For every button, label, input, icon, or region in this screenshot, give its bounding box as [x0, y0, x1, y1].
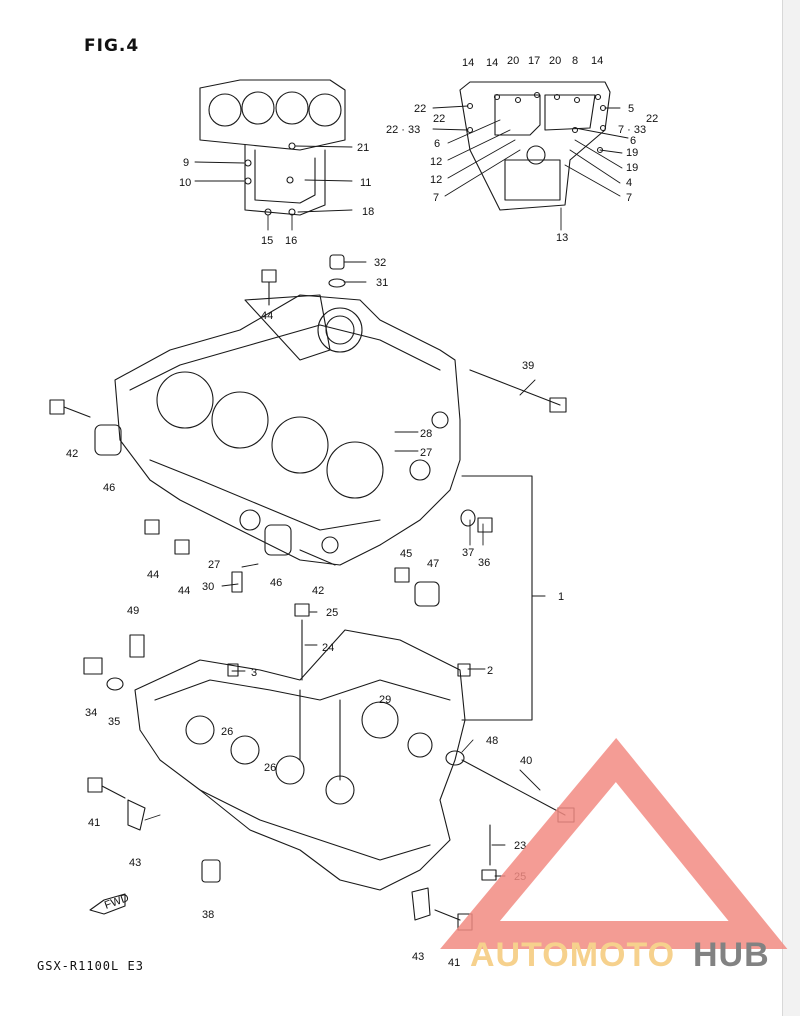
hardware-parts [49, 254, 575, 931]
callout-49: 1 [558, 591, 564, 603]
watermark-triangle [440, 737, 788, 949]
callout-14: 6 [434, 138, 440, 150]
callout-37: 28 [420, 428, 432, 440]
callout-58: 26 [221, 726, 233, 738]
callout-27: 11 [360, 177, 371, 189]
callout-3: 20 [507, 55, 519, 67]
callout-20: 4 [626, 177, 632, 189]
callout-64: 23 [514, 840, 526, 852]
callout-32: 31 [376, 277, 388, 289]
callout-34: 39 [522, 360, 534, 372]
callout-60: 48 [486, 735, 498, 747]
callout-29: 15 [261, 235, 273, 247]
callout-50: 49 [127, 605, 139, 617]
assembly-bracket [461, 475, 533, 721]
callout-51: 25 [326, 607, 338, 619]
callout-15: 6 [630, 135, 636, 147]
callout-39: 44 [147, 569, 159, 581]
callout-7: 14 [591, 55, 603, 67]
callout-21: 7 [433, 192, 439, 204]
callout-43: 46 [270, 577, 282, 589]
callout-62: 41 [88, 817, 100, 829]
lower-crankcase [134, 629, 466, 891]
callout-13: 7 · 33 [618, 124, 646, 136]
lower-case-inset [459, 81, 611, 211]
callout-47: 37 [462, 547, 474, 559]
callout-2: 14 [486, 57, 498, 69]
callout-16: 12 [430, 156, 442, 168]
leader-lines [144, 105, 629, 877]
callout-61: 40 [520, 755, 532, 767]
callout-59: 26 [264, 762, 276, 774]
callout-5: 20 [549, 55, 561, 67]
callout-22: 7 [626, 192, 632, 204]
callout-36: 46 [103, 482, 115, 494]
callout-42: 30 [202, 581, 214, 593]
callout-67: 43 [412, 951, 424, 963]
callout-24: 9 [183, 157, 189, 169]
callout-25: 10 [179, 177, 191, 189]
callout-63: 43 [129, 857, 141, 869]
upper-case-inset [199, 79, 346, 216]
fwd-arrow [89, 893, 126, 915]
callout-1: 14 [462, 57, 474, 69]
callout-26: 21 [357, 142, 369, 154]
callout-6: 8 [572, 55, 578, 67]
callout-44: 42 [312, 585, 324, 597]
upper-crankcase [114, 294, 461, 566]
callout-10: 22 [433, 113, 445, 125]
callout-68: 41 [448, 957, 460, 969]
callout-8: 22 [414, 103, 426, 115]
callout-53: 3 [251, 667, 257, 679]
callout-33: 44 [261, 310, 273, 322]
scan-edge [782, 0, 800, 1016]
callout-40: 44 [178, 585, 190, 597]
callout-48: 36 [478, 557, 490, 569]
callout-18: 12 [430, 174, 442, 186]
callout-31: 32 [374, 257, 386, 269]
callout-28: 18 [362, 206, 374, 218]
figure-title: FIG.4 [84, 36, 140, 56]
callout-9: 5 [628, 103, 634, 115]
callout-23: 13 [556, 232, 568, 244]
callout-35: 42 [66, 448, 78, 460]
callout-57: 29 [379, 694, 391, 706]
callout-11: 22 [646, 113, 658, 125]
watermark-logo: AUTOMOTO HUB [440, 737, 788, 974]
model-code: GSX-R1100L E3 [37, 959, 144, 973]
callout-17: 19 [626, 147, 638, 159]
watermark-text-part1: AUTOMOTO [470, 936, 675, 974]
callout-38: 27 [420, 447, 432, 459]
callout-54: 2 [487, 665, 493, 677]
callout-30: 16 [285, 235, 297, 247]
callout-19: 19 [626, 162, 638, 174]
callout-41: 27 [208, 559, 220, 571]
callout-66: 38 [202, 909, 214, 921]
callout-55: 34 [85, 707, 97, 719]
callout-56: 35 [108, 716, 120, 728]
callout-52: 24 [322, 642, 334, 654]
callout-12: 22 · 33 [386, 124, 420, 136]
callout-45: 45 [400, 548, 412, 560]
watermark-text-part2: HUB [693, 936, 770, 974]
callout-4: 17 [528, 55, 540, 67]
callout-46: 47 [427, 558, 439, 570]
